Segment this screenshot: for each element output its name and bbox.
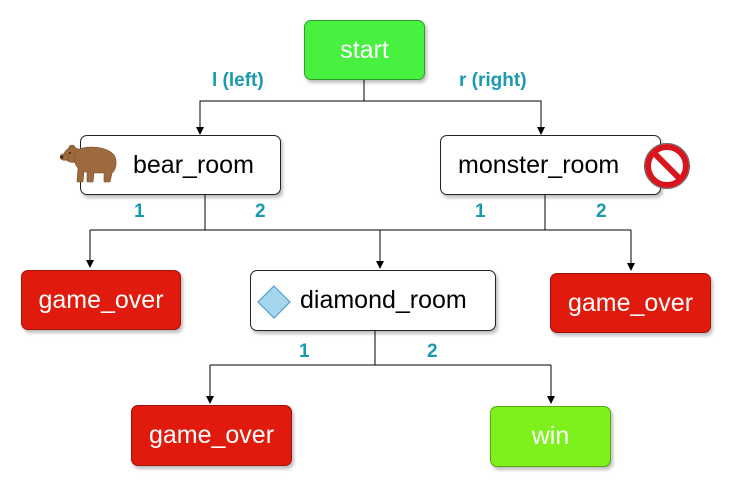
edge-label-right: r (right) bbox=[459, 70, 527, 91]
node-game-over-right-label: game_over bbox=[567, 288, 694, 317]
node-start: start bbox=[304, 20, 425, 80]
node-game-over-bottom: game_over bbox=[131, 405, 292, 466]
node-game-over-bottom-label: game_over bbox=[148, 421, 275, 449]
edge-label-monster-2: 2 bbox=[596, 201, 607, 222]
edge-label-diamond-2: 2 bbox=[427, 341, 438, 362]
node-game-over-left-label: game_over bbox=[38, 285, 164, 314]
bear-icon bbox=[60, 144, 117, 183]
node-diamond-room-label: diamond_room bbox=[300, 286, 467, 314]
edge-start-to-monster-room bbox=[364, 100, 545, 135]
node-win-label: win bbox=[531, 422, 570, 450]
edge-label-left: l (left) bbox=[212, 70, 264, 91]
no-entry-icon bbox=[644, 143, 690, 189]
diamond-icon bbox=[257, 285, 291, 319]
node-monster-room-label: monster_room bbox=[458, 150, 620, 179]
edge-label-monster-1: 1 bbox=[475, 201, 486, 222]
node-diamond-room: diamond_room bbox=[250, 270, 496, 331]
edge-start-to-bear-room bbox=[196, 80, 365, 135]
node-bear-room-label: bear_room bbox=[133, 150, 254, 179]
edge-label-diamond-1: 1 bbox=[299, 341, 310, 362]
edge-label-bear-2: 2 bbox=[255, 201, 266, 222]
node-game-over-left: game_over bbox=[21, 270, 181, 330]
node-win: win bbox=[490, 406, 611, 467]
node-game-over-right: game_over bbox=[550, 273, 711, 333]
node-start-label: start bbox=[340, 35, 389, 64]
node-monster-room: monster_room bbox=[440, 135, 661, 195]
edge-label-bear-1: 1 bbox=[134, 201, 145, 222]
